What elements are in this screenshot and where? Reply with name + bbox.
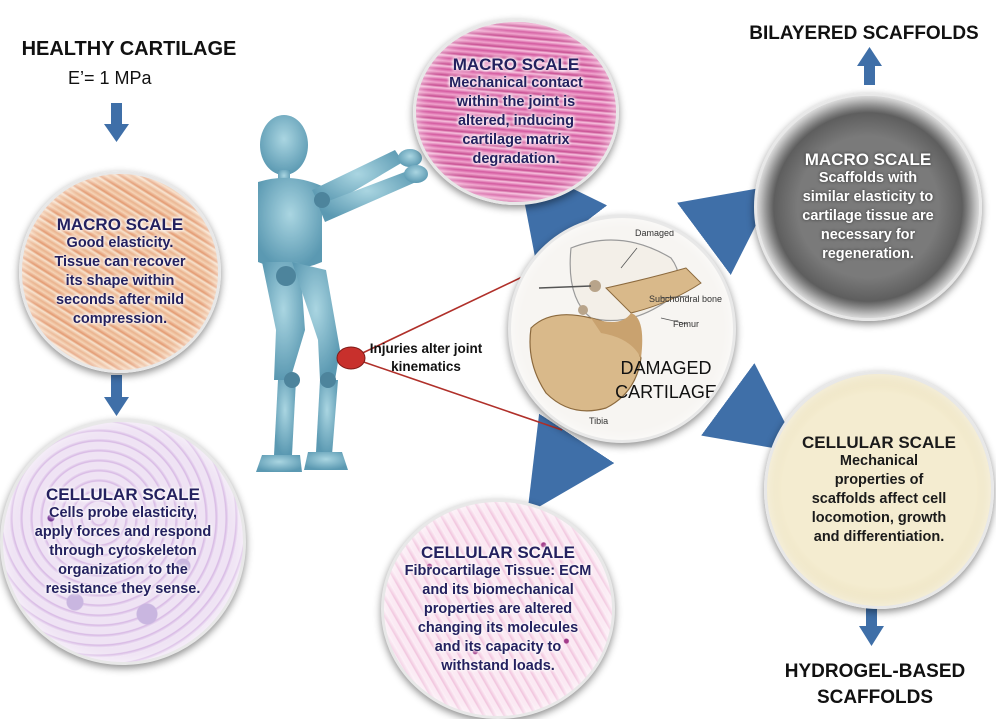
damaged-macro-line-3: altered, inducing <box>458 112 574 131</box>
hydrogel-cellular-line-4: locomotion, growth <box>812 509 947 528</box>
bilayered-macro-line-2: similar elasticity to <box>803 188 934 207</box>
anatomy-label-femur: Femur <box>673 319 699 329</box>
bilayered-macro-title: MACRO SCALE <box>805 150 932 169</box>
human-figure-illustration <box>256 115 428 472</box>
arrow-macro-to-cellular <box>104 375 129 416</box>
bilayered-macro-line-4: necessary for <box>821 226 915 245</box>
healthy-cellular-line-1: Cells probe elasticity, <box>49 504 197 523</box>
hydrogel-cellular-line-2: properties of <box>835 471 924 490</box>
anatomy-label-damaged: Damaged <box>635 228 674 238</box>
hydrogel-scaffolds-heading: HYDROGEL-BASED SCAFFOLDS <box>758 659 992 711</box>
hydrogel-cellular-title: CELLULAR SCALE <box>802 433 956 452</box>
healthy-cellular-line-5: resistance they sense. <box>46 580 201 599</box>
injury-label: Injuries alter joint kinematics <box>358 340 494 376</box>
arrow-damaged-to-cellular <box>552 441 575 476</box>
damaged-macro-scale-circle: MACRO SCALE Mechanical contact within th… <box>413 19 619 205</box>
hydrogel-cellular-line-1: Mechanical <box>840 452 918 471</box>
hydrogel-cellular-line-3: scaffolds affect cell <box>812 490 947 509</box>
healthy-macro-line-1: Good elasticity. <box>67 234 174 253</box>
bilayered-macro-line-5: regeneration. <box>822 245 914 264</box>
healthy-macro-line-4: seconds after mild <box>56 291 184 310</box>
arrow-damaged-to-hydrogel-scale <box>730 401 764 426</box>
arrow-to-bilayered <box>857 47 882 85</box>
elastic-modulus-label: E’= 1 MPa <box>68 68 152 89</box>
healthy-macro-line-5: compression. <box>73 310 167 329</box>
healthy-macro-scale-circle: MACRO SCALE Good elasticity. Tissue can … <box>19 171 221 373</box>
healthy-macro-line-3: its shape within <box>66 272 175 291</box>
bilayered-macro-line-1: Scaffolds with <box>819 169 917 188</box>
hydrogel-heading-line-1: HYDROGEL-BASED <box>758 659 992 685</box>
damaged-cellular-line-4: changing its molecules <box>418 619 578 638</box>
damaged-macro-line-4: cartilage matrix <box>462 131 569 150</box>
healthy-macro-title: MACRO SCALE <box>57 215 184 234</box>
healthy-macro-line-2: Tissue can recover <box>54 253 185 272</box>
damaged-cellular-line-3: properties are altered <box>424 600 572 619</box>
damaged-cartilage-circle: Damaged Subchondral bone Femur Tibia DAM… <box>508 215 736 443</box>
anatomy-label-subchondral-bone: Subchondral bone <box>649 294 722 304</box>
healthy-cellular-title: CELLULAR SCALE <box>46 485 200 504</box>
healthy-cellular-line-3: through cytoskeleton <box>49 542 196 561</box>
healthy-cartilage-heading: HEALTHY CARTILAGE <box>6 38 252 61</box>
damaged-cellular-line-2: and its biomechanical <box>422 581 574 600</box>
bilayered-macro-line-3: cartilage tissue are <box>802 207 933 226</box>
injury-label-line-1: Injuries alter joint <box>358 340 494 358</box>
damaged-label-line-2: CARTILAGE <box>607 380 725 404</box>
damaged-cellular-line-6: withstand loads. <box>441 657 555 676</box>
damaged-macro-line-1: Mechanical contact <box>449 74 583 93</box>
knee-joint-illustration <box>511 218 733 440</box>
damaged-cartilage-label: DAMAGED CARTILAGE <box>607 356 725 404</box>
damaged-cellular-title: CELLULAR SCALE <box>421 543 575 562</box>
arrow-to-hydrogel <box>859 607 884 646</box>
hydrogel-heading-line-2: SCAFFOLDS <box>758 685 992 711</box>
arrow-healthy-to-macro <box>104 103 129 142</box>
healthy-cellular-line-2: apply forces and respond <box>35 523 211 542</box>
bilayered-scaffolds-heading: BILAYERED SCAFFOLDS <box>736 23 992 45</box>
damaged-macro-line-5: degradation. <box>472 150 559 169</box>
damaged-cellular-scale-circle: CELLULAR SCALE Fibrocartilage Tissue: EC… <box>381 499 615 719</box>
healthy-cellular-scale-circle: CELLULAR SCALE Cells probe elasticity, a… <box>0 419 246 665</box>
damaged-macro-title: MACRO SCALE <box>453 55 580 74</box>
injury-label-line-2: kinematics <box>358 358 494 376</box>
hydrogel-cellular-scale-circle: CELLULAR SCALE Mechanical properties of … <box>764 371 994 609</box>
hydrogel-cellular-line-5: and differentiation. <box>814 528 945 547</box>
damaged-macro-line-2: within the joint is <box>457 93 575 112</box>
damaged-cellular-line-1: Fibrocartilage Tissue: ECM <box>405 562 592 581</box>
healthy-cellular-line-4: organization to the <box>58 561 188 580</box>
anatomy-label-tibia: Tibia <box>589 416 608 426</box>
damaged-label-line-1: DAMAGED <box>607 356 725 380</box>
bilayered-macro-scale-circle: MACRO SCALE Scaffolds with similar elast… <box>754 93 982 321</box>
damaged-cellular-line-5: and its capacity to <box>435 638 562 657</box>
